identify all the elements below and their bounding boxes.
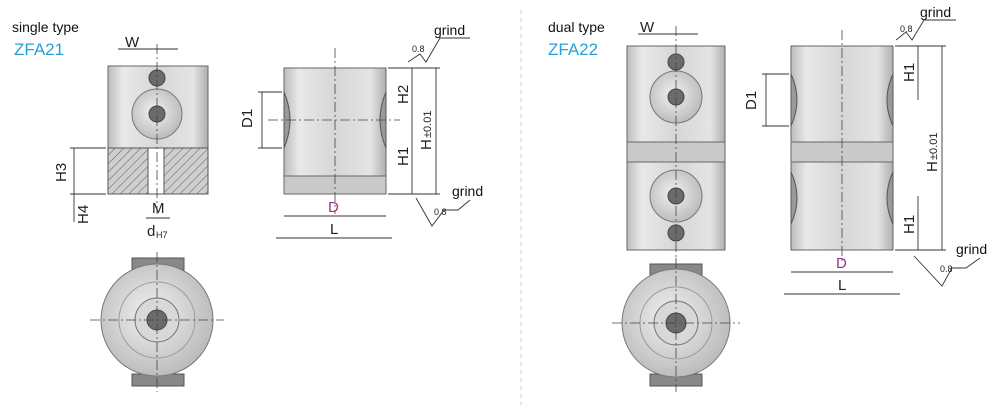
single-side-view: D1 H2 H1 H ±0.01 D L grind 0.8 grind 0.8 [239, 22, 483, 239]
single-roughness-bottom: 0.8 [434, 207, 447, 217]
single-type-section: single type ZFA21 W H3 H4 M d H7 [12, 19, 483, 392]
dual-type-section: dual type ZFA22 W [548, 4, 987, 392]
single-d-outer-label: D [328, 199, 339, 216]
dual-l-label: L [838, 277, 846, 294]
single-grind-top-label: grind [434, 22, 465, 38]
single-front-bore [147, 147, 165, 195]
dual-grind-bottom-symbol [913, 255, 981, 287]
single-grind-bottom-label: grind [452, 183, 483, 199]
dual-grind-top-label: grind [920, 4, 951, 20]
dual-model-code: ZFA22 [548, 40, 598, 59]
single-w-label: W [125, 34, 140, 51]
single-front-view: W H3 H4 M d H7 [53, 34, 209, 240]
dual-side-groove-ur [886, 73, 894, 127]
single-h2-label: H2 [395, 85, 412, 104]
dual-roughness-bottom: 0.8 [940, 264, 953, 274]
dual-type-label: dual type [548, 19, 605, 35]
single-grind-top-symbol [407, 37, 470, 63]
dual-d-outer-label: D [836, 255, 847, 272]
dual-h1-lower-label: H1 [901, 215, 918, 234]
single-h3-label: H3 [53, 163, 70, 182]
dual-side-groove-ul [790, 73, 798, 127]
single-d1-label: D1 [239, 109, 256, 128]
dual-h-label: H [924, 161, 941, 172]
single-type-label: single type [12, 19, 79, 35]
single-h1-label: H1 [395, 147, 412, 166]
single-h4-label: H4 [75, 205, 92, 224]
dual-d1-label: D1 [743, 91, 760, 110]
single-h-label: H [418, 139, 435, 150]
single-h-tolerance: ±0.01 [422, 111, 434, 138]
single-l-label: L [330, 221, 338, 238]
single-d-subscript: H7 [156, 230, 168, 240]
dual-grind-bottom-label: grind [956, 241, 987, 257]
dual-grind-top-symbol [895, 19, 956, 41]
dual-w-label: W [640, 19, 655, 36]
dual-front-view: W [626, 19, 726, 262]
single-bottom-view [90, 252, 224, 392]
single-m-label: M [152, 200, 165, 217]
dual-side-view: D1 H1 H1 H ±0.01 D L grind 0.8 grind 0.8 [743, 4, 987, 295]
dual-roughness-top: 0.8 [900, 24, 913, 34]
single-model-code: ZFA21 [14, 40, 64, 59]
dual-side-groove-ll [790, 171, 798, 225]
single-d-label: d [147, 223, 155, 240]
single-grind-bottom-symbol [415, 197, 471, 227]
dual-side-groove-lr [886, 171, 894, 225]
dual-h1-upper-label: H1 [901, 63, 918, 82]
single-roughness-top: 0.8 [412, 44, 425, 54]
dual-h-tolerance: ±0.01 [928, 133, 940, 160]
dual-bottom-view [612, 258, 740, 392]
